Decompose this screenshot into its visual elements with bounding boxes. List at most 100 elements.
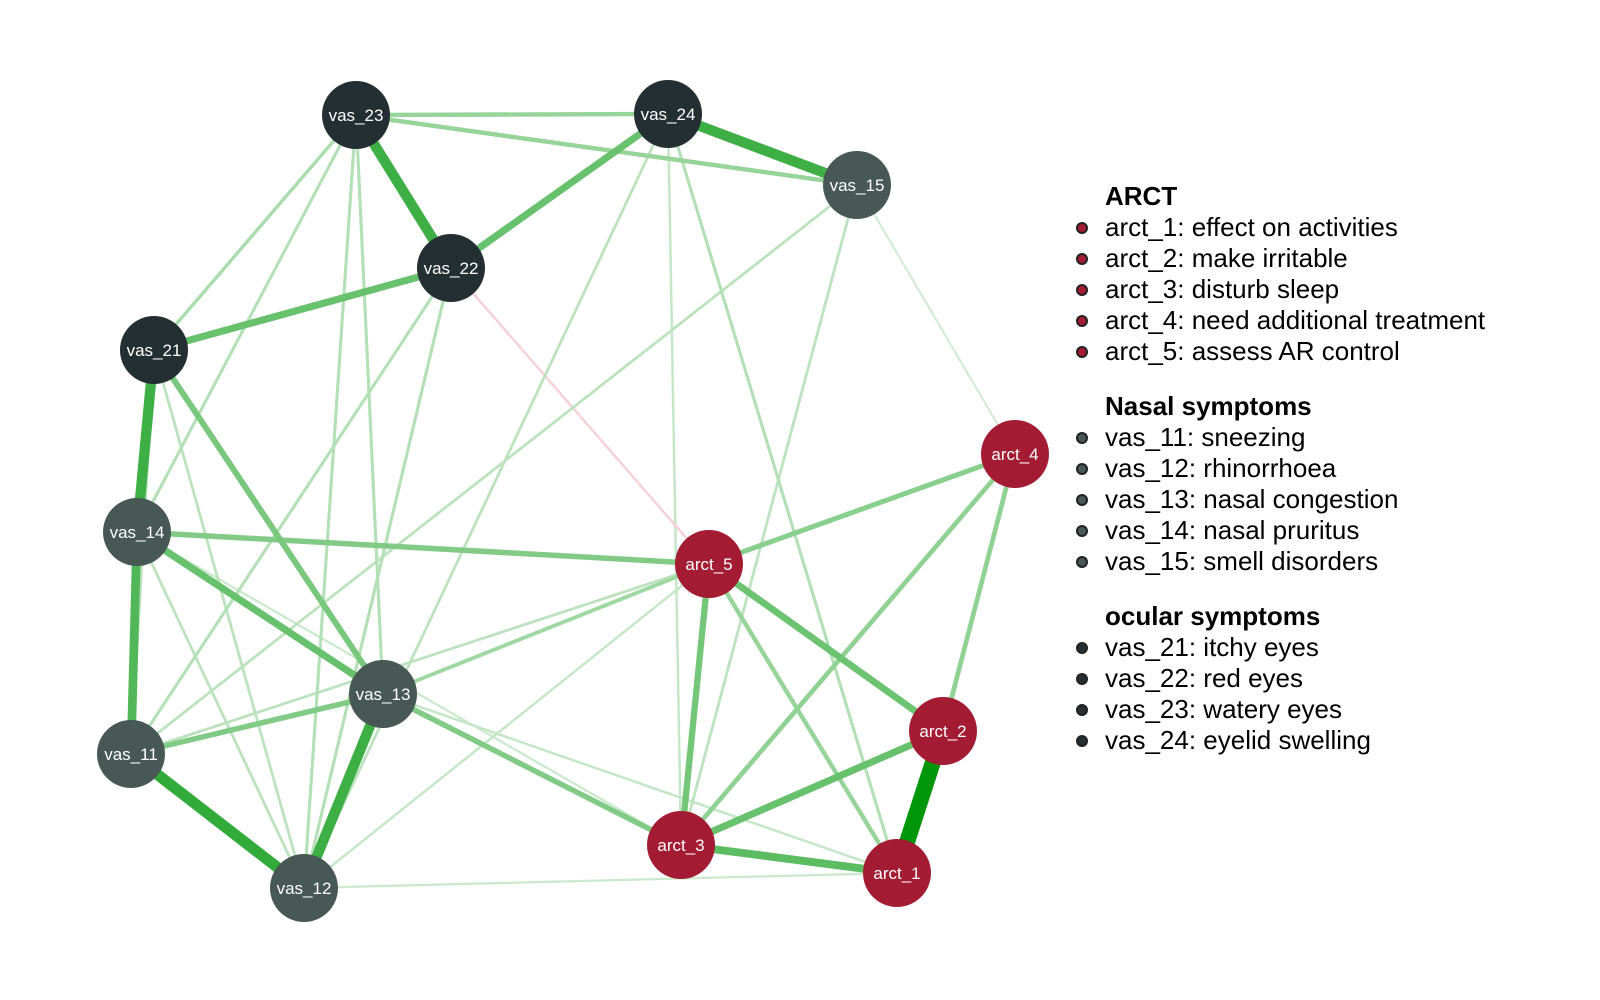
node-label: arct_4 bbox=[991, 445, 1038, 464]
edge-vas_23-vas_12 bbox=[302, 114, 358, 889]
edge-vas_15-arct_4 bbox=[856, 184, 1016, 455]
node-arct_1: arct_1 bbox=[863, 839, 931, 907]
legend-item: vas_22: red eyes bbox=[1076, 663, 1582, 694]
edge-vas_21-vas_12 bbox=[152, 349, 306, 889]
edge-layer bbox=[126, 109, 1018, 893]
node-circle bbox=[823, 151, 891, 219]
node-label: vas_21 bbox=[127, 341, 182, 360]
node-label: vas_14 bbox=[110, 523, 165, 542]
edge-vas_11-vas_12 bbox=[127, 749, 308, 893]
node-label: arct_3 bbox=[657, 836, 704, 855]
legend-dot-icon bbox=[1076, 556, 1088, 568]
legend-item: vas_13: nasal congestion bbox=[1076, 484, 1582, 515]
edge-vas_15-vas_11 bbox=[130, 183, 858, 756]
legend-dot-icon bbox=[1076, 704, 1088, 716]
edge-arct_4-arct_3 bbox=[679, 452, 1017, 847]
edge-vas_15-arct_3 bbox=[679, 184, 859, 846]
edge-vas_24-vas_12 bbox=[302, 113, 670, 889]
edge-vas_23-vas_15 bbox=[355, 112, 858, 188]
edge-arct_5-arct_1 bbox=[707, 562, 899, 875]
legend-dot-icon bbox=[1076, 222, 1088, 234]
legend-item-label: vas_21: itchy eyes bbox=[1105, 632, 1319, 662]
legend-dot-icon bbox=[1076, 253, 1088, 265]
node-circle bbox=[270, 854, 338, 922]
legend-dot-icon bbox=[1076, 494, 1088, 506]
legend-dot-icon bbox=[1076, 673, 1088, 685]
node-circle bbox=[863, 839, 931, 907]
edge-vas_21-vas_13 bbox=[151, 348, 386, 696]
edge-vas_22-vas_24 bbox=[448, 111, 671, 271]
legend-item: vas_12: rhinorrhoea bbox=[1076, 453, 1582, 484]
legend-item: arct_4: need additional treatment bbox=[1076, 305, 1582, 336]
node-circle bbox=[981, 420, 1049, 488]
legend-item-label: vas_24: eyelid swelling bbox=[1105, 725, 1371, 755]
legend-item-label: vas_23: watery eyes bbox=[1105, 694, 1343, 724]
node-circle bbox=[647, 811, 715, 879]
edge-vas_11-vas_13 bbox=[130, 691, 384, 757]
legend-item-label: arct_5: assess AR control bbox=[1105, 336, 1400, 366]
node-arct_3: arct_3 bbox=[647, 811, 715, 879]
node-circle bbox=[675, 530, 743, 598]
edge-vas_24-arct_1 bbox=[666, 113, 899, 874]
edge-vas_12-arct_5 bbox=[303, 563, 710, 889]
legend-item-label: vas_14: nasal pruritus bbox=[1105, 515, 1360, 545]
legend-item: vas_24: eyelid swelling bbox=[1076, 725, 1582, 756]
node-arct_4: arct_4 bbox=[981, 420, 1049, 488]
node-label: arct_2 bbox=[919, 722, 966, 741]
legend-item-label: vas_13: nasal congestion bbox=[1105, 484, 1399, 514]
node-vas_13: vas_13 bbox=[349, 660, 417, 728]
node-circle bbox=[909, 697, 977, 765]
legend-item-label: arct_2: make irritable bbox=[1105, 243, 1348, 273]
node-circle bbox=[97, 720, 165, 788]
edge-vas_23-vas_21 bbox=[152, 113, 358, 352]
legend-item: vas_11: sneezing bbox=[1076, 422, 1582, 453]
legend-dot-icon bbox=[1076, 432, 1088, 444]
edge-vas_11-arct_5 bbox=[130, 562, 710, 756]
edge-arct_5-arct_3 bbox=[677, 563, 713, 846]
edge-vas_14-vas_13 bbox=[135, 529, 385, 697]
node-circle bbox=[322, 81, 390, 149]
legend-item: arct_1: effect on activities bbox=[1076, 212, 1582, 243]
edge-vas_13-arct_1 bbox=[382, 692, 898, 875]
edge-vas_14-vas_12 bbox=[135, 531, 306, 889]
node-circle bbox=[634, 80, 702, 148]
edge-vas_22-vas_12 bbox=[302, 267, 453, 889]
node-circle bbox=[417, 234, 485, 302]
legend-dot-icon bbox=[1076, 525, 1088, 537]
node-label: vas_23 bbox=[329, 106, 384, 125]
edge-arct_5-arct_2 bbox=[707, 561, 945, 734]
node-vas_12: vas_12 bbox=[270, 854, 338, 922]
legend-item: vas_14: nasal pruritus bbox=[1076, 515, 1582, 546]
node-label: vas_15 bbox=[830, 176, 885, 195]
legend-item-label: arct_1: effect on activities bbox=[1105, 212, 1398, 242]
edge-arct_3-arct_2 bbox=[679, 727, 945, 849]
legend-item-label: vas_22: red eyes bbox=[1105, 663, 1304, 693]
node-label: vas_11 bbox=[104, 745, 158, 764]
legend-dot-icon bbox=[1076, 346, 1088, 358]
edge-vas_21-vas_22 bbox=[153, 264, 452, 354]
edge-vas_24-arct_3 bbox=[666, 113, 683, 846]
node-arct_2: arct_2 bbox=[909, 697, 977, 765]
node-vas_21: vas_21 bbox=[120, 316, 188, 384]
edge-vas_13-arct_3 bbox=[381, 691, 683, 848]
edge-vas_13-arct_5 bbox=[382, 562, 710, 696]
node-vas_24: vas_24 bbox=[634, 80, 702, 148]
legend-item: vas_15: smell disorders bbox=[1076, 546, 1582, 577]
legend-item-label: vas_15: smell disorders bbox=[1105, 546, 1379, 576]
legend-item: vas_23: watery eyes bbox=[1076, 694, 1582, 725]
legend-item: arct_5: assess AR control bbox=[1076, 336, 1582, 367]
edge-vas_23-vas_13 bbox=[354, 114, 385, 695]
node-vas_15: vas_15 bbox=[823, 151, 891, 219]
edge-arct_5-arct_4 bbox=[708, 451, 1016, 567]
node-vas_23: vas_23 bbox=[322, 81, 390, 149]
node-label: arct_1 bbox=[873, 864, 920, 883]
node-label: vas_22 bbox=[424, 259, 479, 278]
legend-dot-icon bbox=[1076, 735, 1088, 747]
node-vas_11: vas_11 bbox=[97, 720, 165, 788]
legend-title: ocular symptoms bbox=[1105, 601, 1321, 631]
legend-title: ARCT bbox=[1105, 181, 1178, 211]
